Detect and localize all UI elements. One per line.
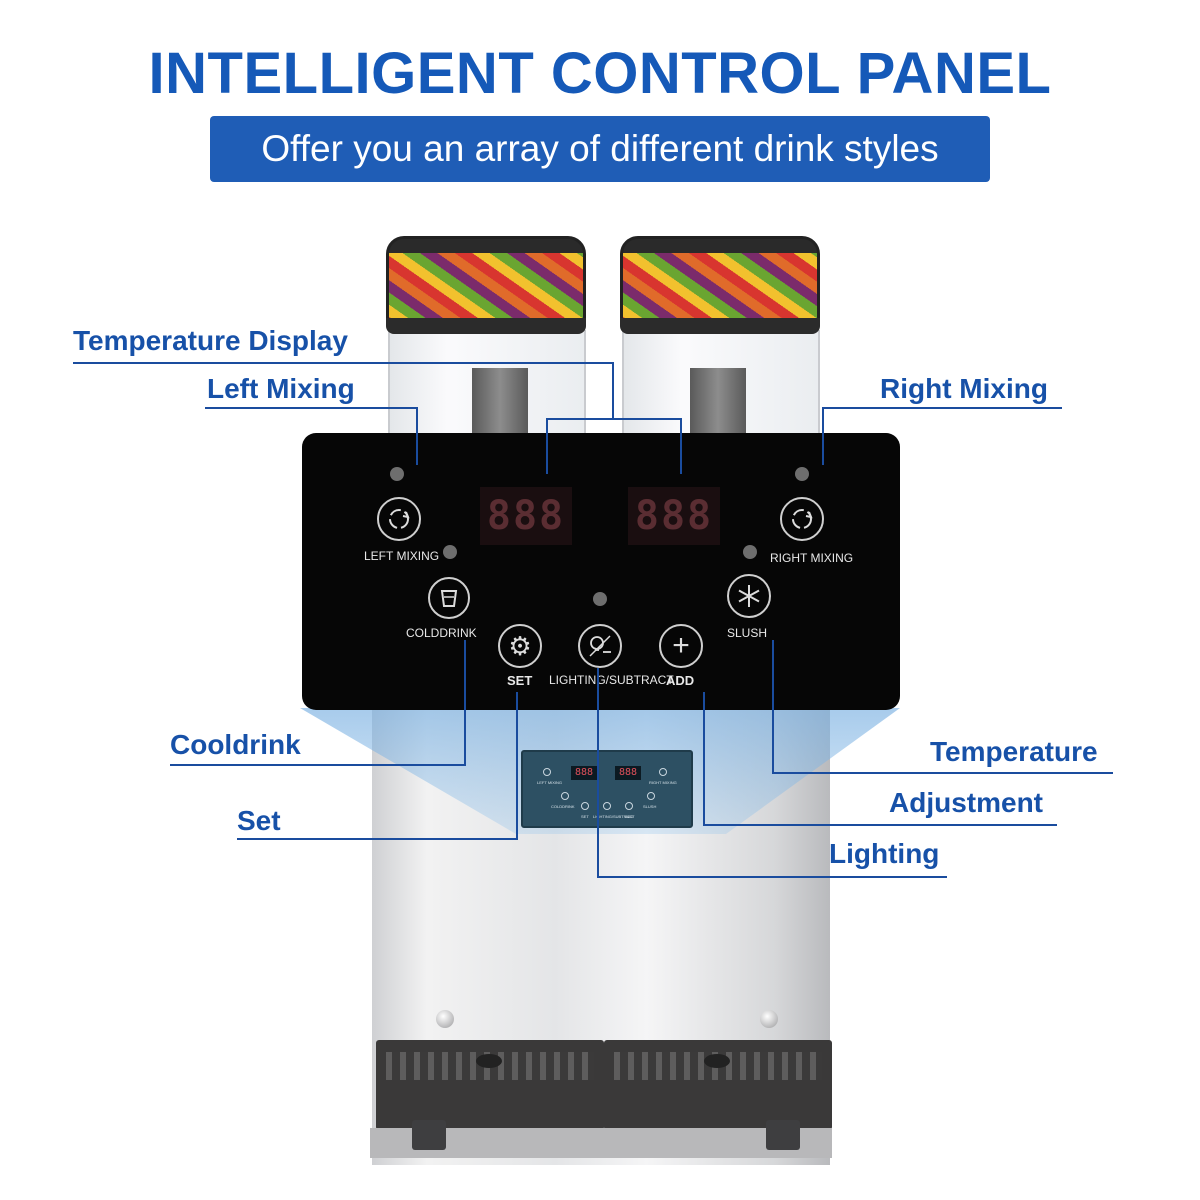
lighting-led <box>593 592 607 606</box>
small-add-label: ADD <box>625 814 634 819</box>
small-lighting-label: LIGHTING/SUBTRACT <box>593 814 635 819</box>
lighting-callout: Lighting <box>829 838 940 869</box>
machine-base <box>370 1128 832 1158</box>
add-button[interactable]: + <box>659 624 703 668</box>
temperature-line <box>772 772 1113 774</box>
set-callout: Set <box>237 805 281 836</box>
small-right-display: 888 <box>615 766 641 780</box>
small-colddrink-icon <box>561 792 569 800</box>
lighting-line <box>597 876 947 878</box>
adjustment-line <box>703 824 1057 826</box>
subtitle-banner: Offer you an array of different drink st… <box>210 116 990 182</box>
temperature-display-line <box>73 362 613 364</box>
mixing-icon <box>389 509 410 529</box>
temperature-line <box>772 640 774 774</box>
plus-icon: + <box>672 629 690 662</box>
small-set-label: SET <box>581 814 589 819</box>
gear-icon: ⚙ <box>508 630 532 661</box>
small-slush-icon <box>647 792 655 800</box>
small-colddrink-label: COLDDRINK <box>551 804 575 809</box>
snowflake-icon <box>738 585 760 607</box>
slush-button[interactable] <box>727 574 771 618</box>
left-mixing-callout: Left Mixing <box>207 373 355 404</box>
left-lid-band <box>386 318 586 334</box>
tray-drain <box>704 1054 730 1068</box>
temperature-display-line <box>612 362 614 418</box>
slush-label: SLUSH <box>727 626 768 640</box>
mixing-icon <box>792 509 813 529</box>
right-mixing-button[interactable] <box>780 497 824 541</box>
right-mixing-line <box>822 407 824 465</box>
left-mixing-line <box>205 407 418 409</box>
small-left-mixing-label: LEFT MIXING <box>537 780 563 785</box>
small-add-icon <box>625 802 633 810</box>
tray-drain <box>476 1054 502 1068</box>
small-set-icon <box>581 802 589 810</box>
cooldrink-callout: Cooldrink <box>170 729 301 760</box>
temperature-display-line <box>680 418 682 474</box>
temperature-callout: Temperature <box>930 736 1098 767</box>
page-title: INTELLIGENT CONTROL PANEL <box>148 41 1052 106</box>
slush-led <box>743 545 757 559</box>
cooldrink-line <box>170 764 466 766</box>
right-lid-band <box>620 318 820 334</box>
cooldrink-line <box>464 640 466 766</box>
bulb-minus-icon <box>589 635 611 657</box>
small-left-mixing-icon <box>543 768 551 776</box>
lighting-subtract-label: LIGHTING/SUBTRACT <box>549 673 674 687</box>
bolt-left <box>436 1010 454 1028</box>
left-mixing-led <box>390 467 404 481</box>
foot-left <box>412 1120 446 1150</box>
drip-tray-left <box>376 1040 604 1130</box>
left-mixing-line <box>416 407 418 465</box>
right-mixing-line <box>822 407 1062 409</box>
small-control-panel: 888 888 LEFT MIXING RIGHT MIXING COLDDRI… <box>521 750 693 828</box>
small-right-mixing-icon <box>659 768 667 776</box>
adjustment-line <box>703 692 705 826</box>
set-label: SET <box>507 673 533 688</box>
colddrink-button[interactable] <box>428 577 470 619</box>
right-mixing-label: RIGHT MIXING <box>770 551 854 565</box>
temperature-display-line <box>546 418 548 474</box>
drip-tray-right <box>604 1040 832 1130</box>
small-right-mixing-label: RIGHT MIXING <box>649 780 677 785</box>
lighting-line <box>597 668 599 878</box>
temperature-display-line <box>546 418 682 420</box>
left-mixing-button[interactable] <box>377 497 421 541</box>
set-line <box>516 692 518 840</box>
right-mixing-led <box>795 467 809 481</box>
colddrink-led <box>443 545 457 559</box>
foot-right <box>766 1120 800 1150</box>
right-mixing-callout: Right Mixing <box>880 373 1048 404</box>
small-lighting-icon <box>603 802 611 810</box>
set-line <box>237 838 518 840</box>
cup-icon <box>440 590 458 607</box>
subtitle-text: Offer you an array of different drink st… <box>261 128 939 169</box>
small-left-display: 888 <box>571 766 597 780</box>
temperature-display-callout: Temperature Display <box>73 325 348 356</box>
set-button[interactable]: ⚙ <box>498 624 542 668</box>
small-slush-label: SLUSH <box>643 804 657 809</box>
bolt-right <box>760 1010 778 1028</box>
left-mixing-label: LEFT MIXING <box>364 549 440 563</box>
right-temperature-display: 888 <box>628 487 720 545</box>
adjustment-callout: Adjustment <box>889 787 1043 818</box>
colddrink-label: COLDDRINK <box>406 626 477 640</box>
left-temperature-display: 888 <box>480 487 572 545</box>
lighting-subtract-button[interactable] <box>578 624 622 668</box>
add-label: ADD <box>666 673 695 688</box>
